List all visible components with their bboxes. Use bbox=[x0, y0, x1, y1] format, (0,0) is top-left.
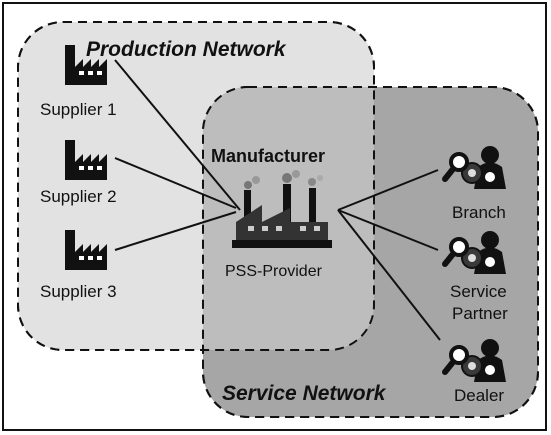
production-network-title: Production Network bbox=[86, 38, 287, 61]
manufacturer-title: Manufacturer bbox=[211, 146, 325, 166]
supplier-label: Supplier 2 bbox=[40, 187, 117, 206]
service-node-label: Dealer bbox=[454, 386, 504, 405]
service-network-title: Service Network bbox=[222, 382, 387, 405]
link-supplier-2 bbox=[114, 157, 237, 209]
service-node-label-line2: Partner bbox=[452, 304, 508, 323]
service-node-branch: Branch bbox=[445, 146, 506, 222]
service-node-service-partner: Service Partner bbox=[445, 231, 508, 323]
service-node-label-line1: Service bbox=[450, 282, 507, 301]
link-branch bbox=[337, 169, 439, 211]
supplier-3: Supplier 3 bbox=[40, 230, 117, 301]
supplier-1: Supplier 1 bbox=[40, 45, 117, 119]
manufacturer-subtitle: PSS-Provider bbox=[225, 263, 323, 280]
link-supplier-1 bbox=[114, 59, 241, 211]
supplier-2: Supplier 2 bbox=[40, 140, 117, 206]
service-node-label: Branch bbox=[452, 203, 506, 222]
supplier-label: Supplier 1 bbox=[40, 100, 117, 119]
factory-smoke-icon bbox=[232, 170, 332, 248]
link-supplier-3 bbox=[114, 211, 237, 251]
supplier-label: Supplier 3 bbox=[40, 282, 117, 301]
link-dealer bbox=[337, 209, 441, 341]
service-node-dealer: Dealer bbox=[445, 339, 506, 405]
connection-lines bbox=[114, 59, 441, 341]
link-service-partner bbox=[337, 209, 439, 251]
